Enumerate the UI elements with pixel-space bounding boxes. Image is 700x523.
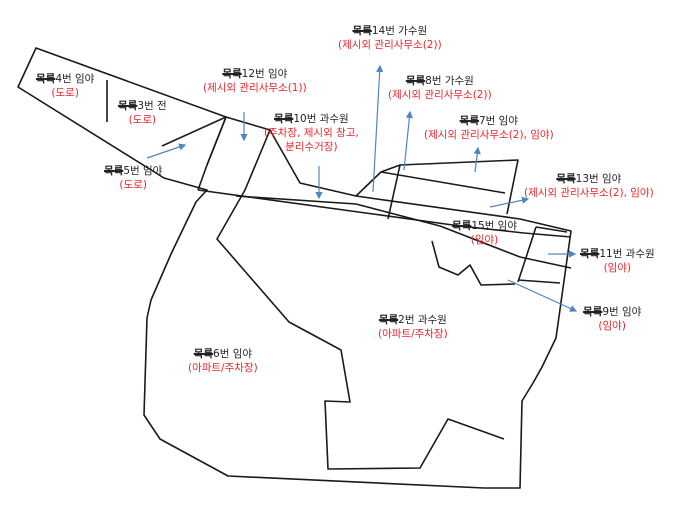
label-parcel-10: 목록10번 과수원 (주차장, 제시외 창고, 분리수거장): [264, 112, 359, 154]
arrow-parcel-7: [473, 146, 481, 173]
parcel-use: (아파트/주차장): [188, 362, 258, 374]
arrow-parcel-8: [403, 110, 413, 171]
parcel-name: 12번 임야: [241, 68, 288, 80]
label-parcel-15: 목록15번 임야 (임야): [452, 219, 517, 247]
parcel-name: 14번 가수원: [371, 25, 428, 37]
parcel-prefix: 목록: [580, 248, 600, 260]
parcel-use: (임야): [598, 320, 626, 332]
parcel-name: 4번 임야: [55, 73, 95, 85]
parcel-prefix: 목록: [36, 73, 56, 85]
parcel-prefix: 목록: [459, 115, 479, 127]
parcel-use: (도로): [128, 114, 157, 126]
parcel-prefix: 목록: [405, 75, 426, 87]
label-parcel-14: 목록14번 가수원 (제시외 관리사무소(2)): [338, 24, 442, 52]
arrow-parcel-13: [489, 196, 530, 208]
parcel-name: 13번 임야: [575, 173, 622, 185]
label-parcel-13: 목록13번 임야 (제시외 관리사무소(2), 임야): [524, 172, 654, 200]
parcel-use: (임야): [603, 262, 632, 274]
parcel-name: 9번 임야: [602, 306, 642, 318]
parcel-name: 2번 과수원: [398, 314, 447, 326]
parcel-name: 10번 과수원: [293, 113, 349, 125]
parcel-use: (제시외 관리사무소(1)): [203, 82, 307, 94]
parcel-name: 8번 가수원: [425, 75, 474, 87]
parcel-prefix: 목록: [452, 220, 472, 232]
label-parcel-3: 목록3번 전 (도로): [118, 99, 167, 127]
label-parcel-9: 목록9번 임야 (임야): [583, 305, 641, 333]
label-parcel-8: 목록8번 가수원 (제시외 관리사무소(2)): [388, 74, 492, 102]
boundary-strip-4-3: [17, 47, 572, 489]
parcel-prefix: 목록: [118, 100, 138, 112]
label-parcel-6: 목록6번 임야 (아파트/주차장): [188, 347, 258, 375]
parcel-name: 7번 임야: [479, 115, 518, 127]
boundary-parcel-8: [380, 171, 506, 194]
label-parcel-5: 목록5번 임야 (도로): [104, 164, 162, 192]
parcel-use: (임야): [470, 234, 499, 246]
parcel-prefix: 목록: [222, 68, 242, 80]
parcel-prefix: 목록: [352, 25, 372, 37]
parcel-use: (제시외 관리사무소(2), 임야): [524, 187, 654, 199]
label-parcel-11: 목록11번 과수원 (임야): [580, 247, 655, 275]
boundary-road-top: [197, 189, 572, 238]
parcel-prefix: 목록: [556, 173, 576, 185]
parcel-use: 분리수거장): [285, 141, 338, 153]
boundary-road-lower: [235, 195, 572, 269]
boundary-parcel-12: [216, 129, 505, 470]
parcel-name: 6번 임야: [213, 348, 253, 360]
parcel-use: (도로): [119, 179, 147, 191]
parcel-name: 3번 전: [137, 100, 167, 112]
parcel-prefix: 목록: [378, 314, 399, 326]
parcel-use: (제시외 관리사무소(2)): [338, 39, 442, 51]
label-parcel-12: 목록12번 임야 (제시외 관리사무소(1)): [203, 67, 307, 95]
boundary-parcel-9: [517, 279, 561, 284]
arrow-parcel-14: [372, 64, 384, 193]
boundary-parcel-7: [387, 164, 401, 220]
arrow-parcel-5: [146, 143, 187, 159]
parcel-use: (주차장, 제시외 창고,: [264, 127, 359, 139]
parcel-name: 5번 임야: [123, 165, 163, 177]
label-parcel-4: 목록4번 임야 (도로): [36, 72, 94, 100]
boundary-parcel-15: [431, 240, 516, 286]
parcel-name: 15번 임야: [471, 220, 518, 232]
boundary-line-12-left: [197, 116, 227, 191]
parcel-prefix: 목록: [193, 348, 214, 360]
label-parcel-7: 목록7번 임야 (제시외 관리사무소(2), 임야): [424, 114, 554, 142]
boundary-parcel-11: [517, 226, 568, 283]
parcel-name: 11번 과수원: [599, 248, 655, 260]
parcel-use: (아파트/주차장): [378, 328, 448, 340]
arrow-parcel-9: [507, 279, 578, 312]
parcel-use: (도로): [51, 87, 79, 99]
label-parcel-2: 목록2번 과수원 (아파트/주차장): [378, 313, 448, 341]
parcel-prefix: 목록: [104, 165, 124, 177]
parcel-prefix: 목록: [583, 306, 603, 318]
parcel-prefix: 목록: [274, 113, 294, 125]
parcel-use: (제시외 관리사무소(2), 임야): [424, 129, 554, 141]
parcel-use: (제시외 관리사무소(2)): [388, 89, 492, 101]
